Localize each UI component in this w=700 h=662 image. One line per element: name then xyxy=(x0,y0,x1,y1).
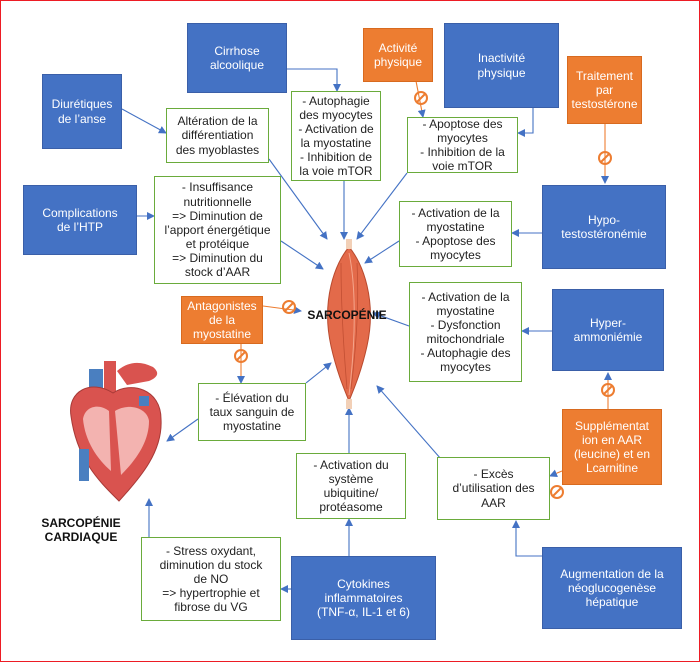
arrow-exces-sarco xyxy=(376,385,442,460)
supplementation-box: Supplémentat ion en AAR (leucine) et en … xyxy=(562,409,662,485)
antagonistes-box: Antagonistes de la myostatine xyxy=(181,296,263,344)
arrow-elevation-sarco xyxy=(305,362,332,384)
arrow-insuffisance-sarco xyxy=(280,240,324,270)
autophagie-box: - Autophagie des myocytes - Activation d… xyxy=(291,91,381,181)
arrow-alteration-sarco xyxy=(268,158,328,240)
activite-box: Activité physique xyxy=(363,28,433,82)
testosterone-box: Traitement par testostérone xyxy=(567,56,642,124)
arrow-dysfonction-sarco xyxy=(372,311,410,327)
cirrhose-box: Cirrhose alcoolique xyxy=(187,23,287,93)
alteration-box: Altération de la différentiation des myo… xyxy=(166,108,269,163)
no-sign-icon xyxy=(414,91,428,105)
sarcopenie-label: SARCOPÉNIE xyxy=(307,308,387,322)
arrow-apoptose-sarco xyxy=(356,172,408,240)
insuffisance-box: - Insuffisance nutritionnelle => Diminut… xyxy=(154,176,281,284)
arrow-elevation-heart xyxy=(166,418,199,442)
no-sign-icon xyxy=(601,383,615,397)
htp-box: Complications de l’HTP xyxy=(23,185,137,255)
exces-box: - Excès d’utilisation des AAR xyxy=(437,457,550,520)
no-sign-icon xyxy=(598,151,612,165)
hypotesto-box: Hypo- testostéronémie xyxy=(542,185,666,269)
neoglucogenese-box: Augmentation de la néoglucogenèse hépati… xyxy=(542,547,682,629)
apoptose-box: - Apoptose des myocytes - Inhibition de … xyxy=(407,117,518,173)
hyperammo-box: Hyper- ammoniémie xyxy=(552,289,664,371)
arrow-neoglucogenese xyxy=(512,520,542,557)
arrow-activation-sarco xyxy=(364,240,400,264)
arrow-inactivite xyxy=(517,107,534,137)
no-sign-icon xyxy=(550,485,564,499)
no-sign-icon xyxy=(282,300,296,314)
heart-icon xyxy=(70,361,162,502)
elevation-box: - Élévation du taux sanguin de myostatin… xyxy=(198,383,306,441)
arrow-diuretiques xyxy=(121,108,167,134)
stress-box: - Stress oxydant, diminution du stock de… xyxy=(141,537,281,621)
cytokines-box: Cytokines inflammatoires (TNF-α, IL-1 et… xyxy=(291,556,436,640)
muscle-icon xyxy=(327,239,371,409)
dysfonction-box: - Activation de la myostatine - Dysfonct… xyxy=(409,282,522,382)
arrow-cirrhose xyxy=(269,68,341,92)
diuretiques-box: Diurétiques de l’anse xyxy=(42,74,122,149)
sarcopenie-cardiaque-label: SARCOPÉNIE CARDIAQUE xyxy=(41,516,121,545)
activation-myostatine-box: - Activation de la myostatine - Apoptose… xyxy=(399,201,512,267)
inactivite-box: Inactivité physique xyxy=(444,23,559,108)
ubiquitine-box: - Activation du système ubiquitine/ prot… xyxy=(296,453,406,519)
no-sign-icon xyxy=(234,349,248,363)
arrow-supplementation-exces xyxy=(549,469,563,477)
